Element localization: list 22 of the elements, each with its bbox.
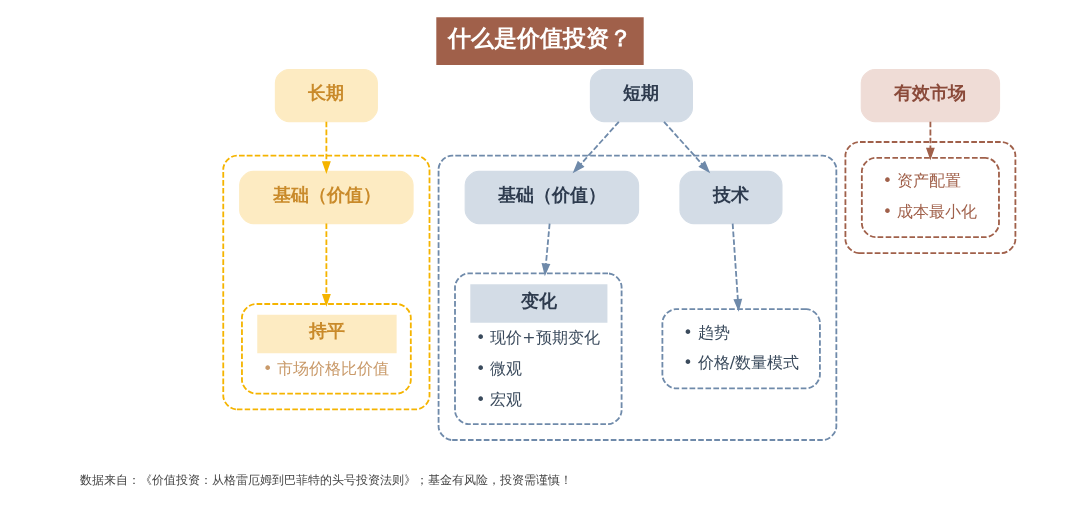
arrow [321,222,331,307]
arrow [731,222,743,312]
node-box: 有效市场 [860,68,1001,123]
label: 数据来自：《价值投资：从格雷厄姆到巴菲特的头号投资法则》；基金有风险，投资需谨慎！ [80,471,573,487]
cluster [222,154,431,411]
node-box: • 资产配置 • 成本最小化 [860,156,1000,239]
arrow [663,120,711,174]
arrow [321,120,331,174]
node-box: 长期 [274,68,378,123]
arrow [925,120,935,161]
arrow [541,222,551,277]
node-box: 基础（价值） [464,170,640,225]
node-box: • 趋势 • 价格/数量模式 [661,308,821,390]
arrow [572,120,620,174]
node-box: 基础（价值） [239,170,414,225]
node-box: 短期 [589,68,693,123]
cluster [844,141,1017,254]
cluster [437,154,838,441]
node-box: 技术 [679,170,783,225]
diagram-title: 什么是价值投资？ [448,24,633,51]
node-box: 变化 • 现价+预期变化 • 微观 • 宏观 [454,272,623,426]
node-box: 持平 • 市场价格比价值 [241,303,412,395]
